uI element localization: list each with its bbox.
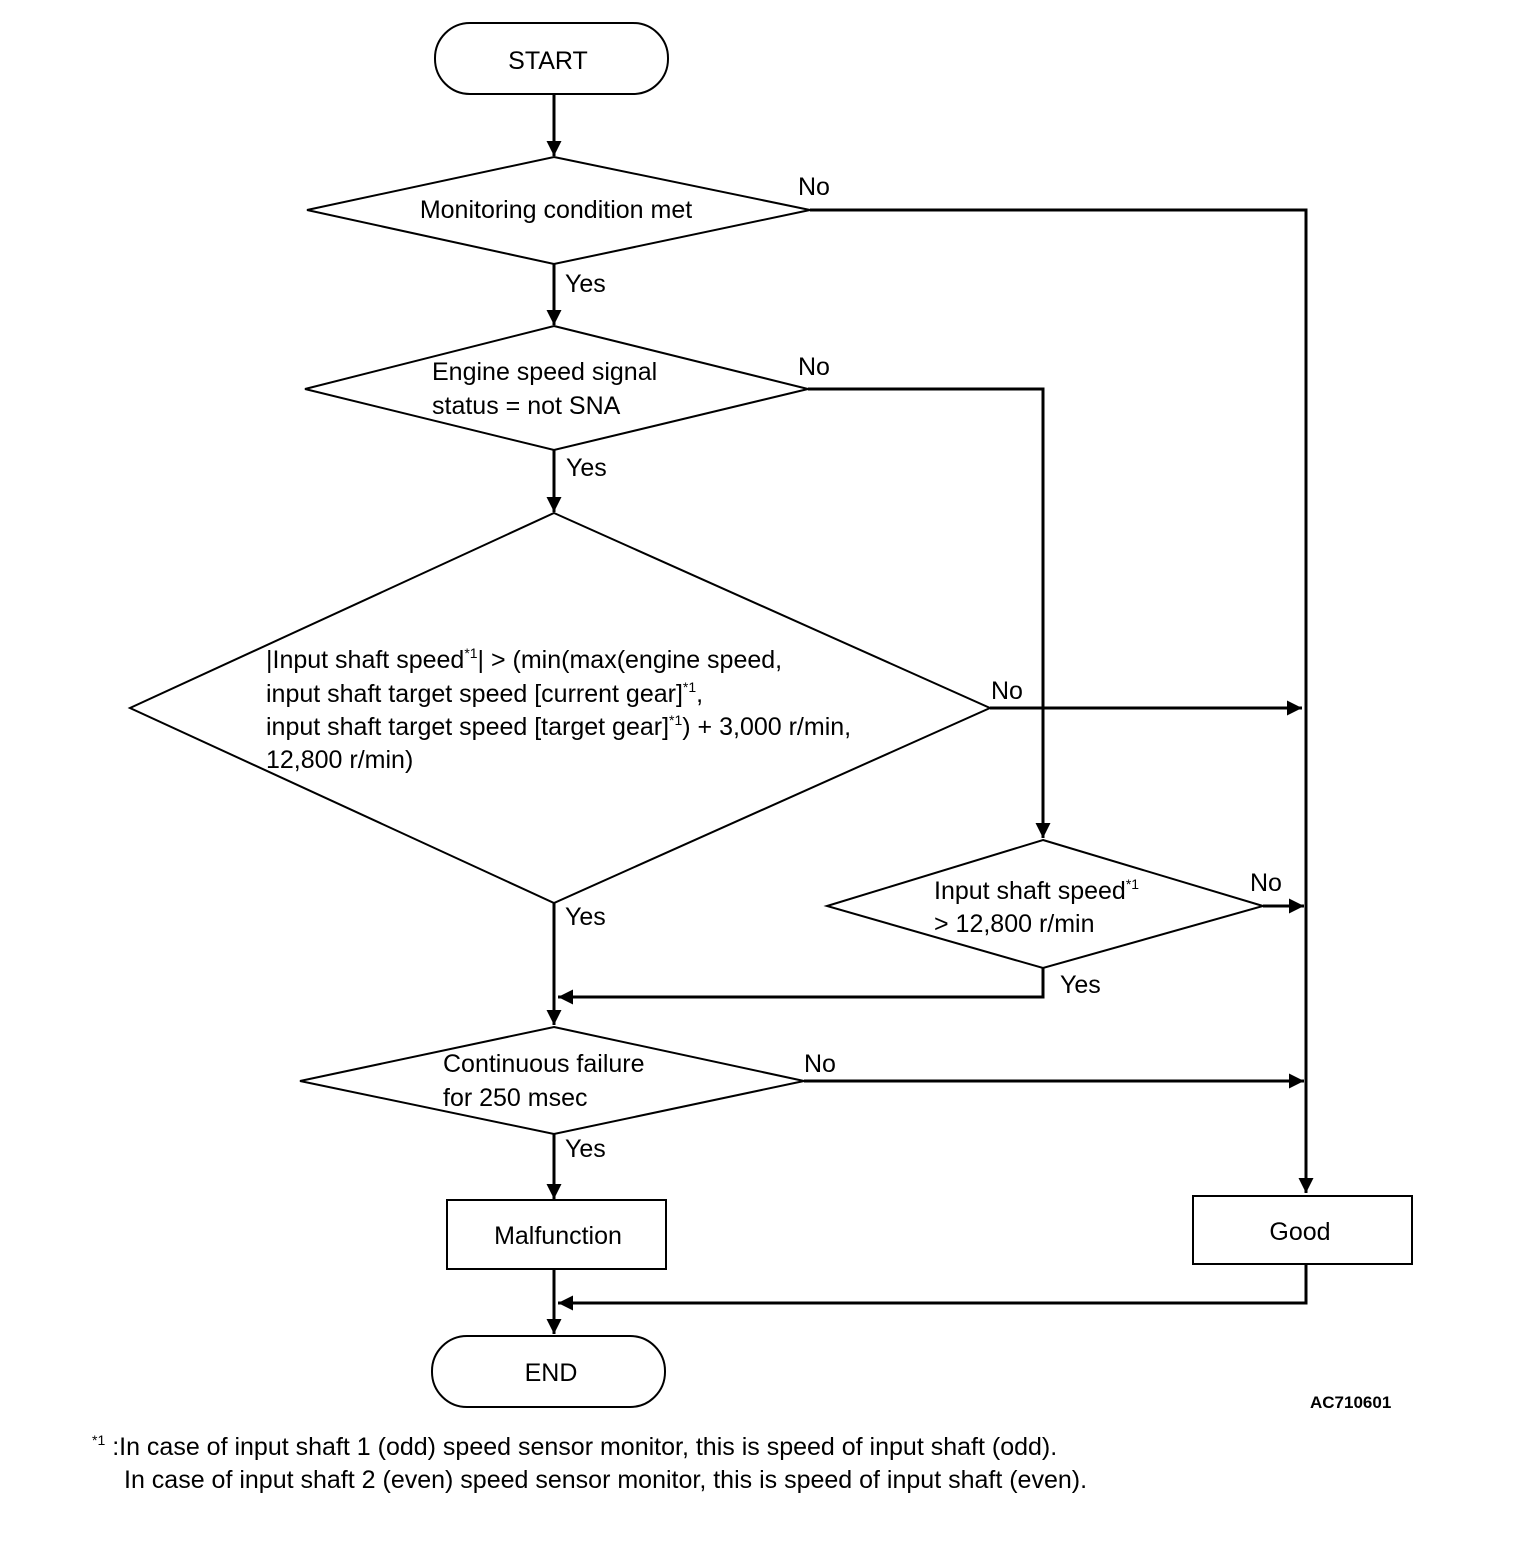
continuous-line2: for 250 msec: [443, 1084, 588, 1112]
line-input-yes-to-continuous: [558, 968, 1045, 1005]
line-monitoring-no-to-good: [810, 208, 1314, 1193]
malfunction-label: Malfunction: [494, 1222, 622, 1250]
input-limit-yes-label: Yes: [1060, 971, 1101, 999]
line-good-to-end: [558, 1265, 1308, 1311]
engine-label-line1: Engine speed signal: [432, 358, 657, 386]
start-label: START: [508, 47, 588, 75]
input-limit-no-label: No: [1250, 869, 1282, 897]
footnote-line2: In case of input shaft 2 (even) speed se…: [92, 1464, 1087, 1497]
footnote-text-2: In case of input shaft 2 (even) speed se…: [124, 1466, 1088, 1494]
malfunction-box: [446, 1199, 667, 1270]
continuous-line1: Continuous failure: [443, 1050, 645, 1078]
monitoring-no-label: No: [798, 173, 830, 201]
bigcondition-line4: 12,800 r/min): [266, 746, 413, 774]
start-terminal: [434, 22, 669, 95]
bigcondition-line2: input shaft target speed [current gear]*…: [266, 679, 703, 708]
bigcondition-line1: |Input shaft speed*1| > (min(max(engine …: [266, 645, 782, 674]
footnote: *1 :In case of input shaft 1 (odd) speed…: [92, 1424, 1087, 1497]
continuous-no-label: No: [804, 1050, 836, 1078]
continuous-yes-label: Yes: [565, 1135, 606, 1163]
bigcondition-line3: input shaft target speed [target gear]*1…: [266, 712, 851, 741]
figure-code: AC710601: [1310, 1393, 1391, 1412]
end-label: END: [525, 1359, 578, 1387]
bigcondition-no-label: No: [991, 677, 1023, 705]
monitoring-condition-decision: [306, 155, 811, 266]
monitoring-label: Monitoring condition met: [420, 196, 692, 224]
bigcondition-yes-label: Yes: [565, 903, 606, 931]
input-shaft-limit-decision: [823, 838, 1267, 970]
engine-label-line2: status = not SNA: [432, 392, 621, 420]
good-label: Good: [1269, 1218, 1330, 1246]
footnote-mark: *1: [92, 1432, 106, 1448]
end-terminal: [431, 1335, 666, 1408]
input-limit-line1: Input shaft speed*1: [934, 876, 1139, 905]
continuous-failure-decision: [299, 1025, 805, 1136]
input-limit-line2: > 12,800 r/min: [934, 910, 1095, 938]
good-box: [1192, 1195, 1413, 1265]
input-shaft-speed-decision: [127, 511, 993, 905]
engine-yes-label: Yes: [566, 454, 607, 482]
engine-no-label: No: [798, 353, 830, 381]
line-engine-no-to-input: [808, 387, 1051, 838]
footnote-text-1: :In case of input shaft 1 (odd) speed se…: [112, 1433, 1058, 1461]
monitoring-yes-label: Yes: [565, 270, 606, 298]
engine-speed-decision: [304, 324, 809, 452]
footnote-line1: *1 :In case of input shaft 1 (odd) speed…: [92, 1424, 1087, 1464]
